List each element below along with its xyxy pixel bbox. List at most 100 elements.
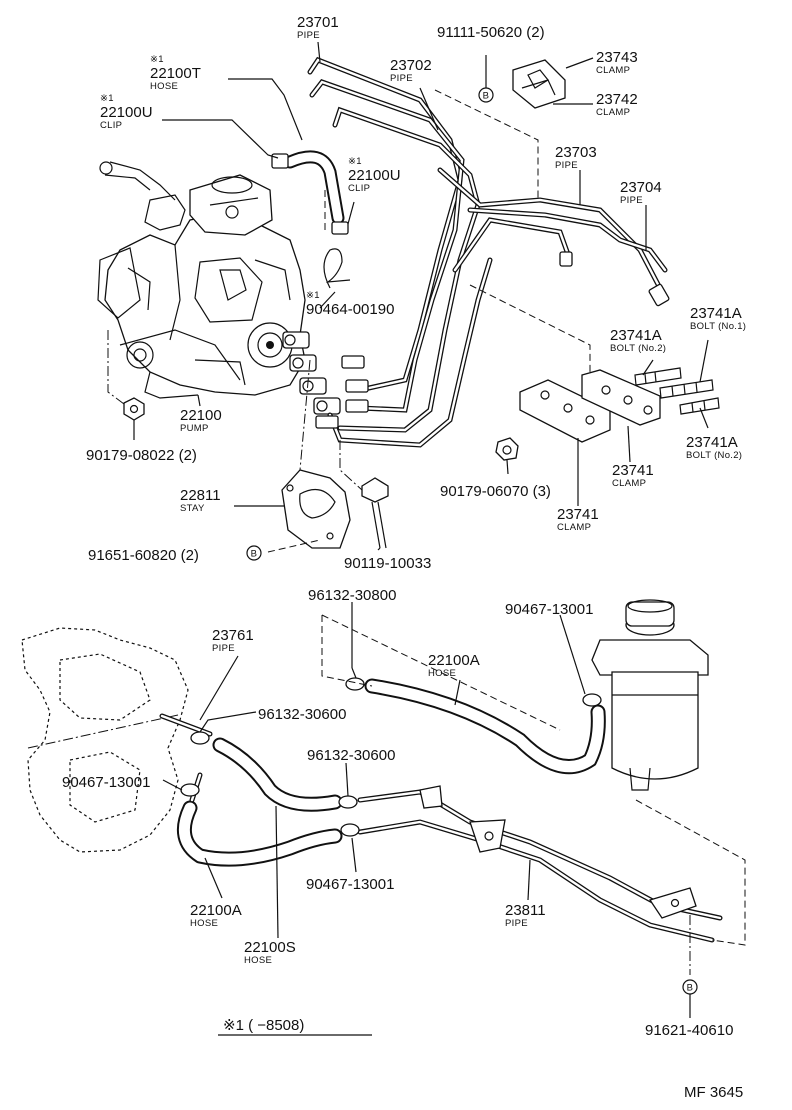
hose-22100A-lower	[176, 800, 343, 867]
part-number: 90467-13001	[306, 876, 394, 893]
part-description: PIPE	[297, 30, 320, 41]
part-description: HOSE	[150, 81, 178, 92]
part-number: 91621-40610	[645, 1022, 733, 1039]
clip-22100U-lower	[331, 221, 349, 235]
injection-pipe-bundle	[307, 56, 670, 448]
part-label-96132-30800: 96132-30800	[308, 587, 396, 604]
injection-pump-illustration	[97, 161, 341, 415]
part-description: CLAMP	[596, 107, 630, 118]
nut-90179-08022	[123, 397, 145, 421]
part-number: 90467-13001	[505, 601, 593, 618]
part-number: 90179-06070 (3)	[440, 483, 551, 500]
part-number: 23743	[596, 49, 638, 66]
hose-clamp-96132-30600-right	[338, 795, 358, 809]
part-number: 22100T	[150, 65, 201, 82]
part-description: PIPE	[555, 160, 578, 171]
part-label-90119: 90119-10033	[344, 555, 431, 572]
part-mark: ※1	[100, 93, 114, 104]
part-number: 23704	[620, 179, 662, 196]
nut-90179-06070	[495, 437, 519, 461]
b-marker-91621: B	[682, 979, 698, 995]
part-number: 23811	[505, 902, 546, 919]
part-number: 23741	[557, 506, 599, 523]
part-number: 96132-30600	[258, 706, 346, 723]
part-description: PUMP	[180, 423, 209, 434]
part-label-96132-30600-b: 96132-30600	[307, 747, 395, 764]
part-description: PIPE	[620, 195, 643, 206]
part-number: 22100A	[428, 652, 480, 669]
part-number: 23742	[596, 91, 638, 108]
part-number: 23761	[212, 627, 254, 644]
svg-text:B: B	[251, 549, 258, 560]
part-description: CLAMP	[596, 65, 630, 76]
part-label-90467-b: 90467-13001	[62, 774, 150, 791]
footnote: ※1 ( −8508)	[223, 1017, 304, 1034]
part-number: 23703	[555, 144, 597, 161]
clamp-23743-23742	[512, 59, 566, 109]
b-marker-91111: B	[478, 87, 494, 103]
part-label-90179-08022: 90179-08022 (2)	[86, 447, 197, 464]
part-description: STAY	[180, 503, 205, 514]
part-number: 23741A	[686, 434, 738, 451]
hose-clamp-90467-13001-right	[340, 823, 360, 837]
part-label-90467-a: 90467-13001	[505, 601, 593, 618]
part-label-91111: 91111-50620 (2)	[437, 24, 545, 41]
clip-22100U-upper	[271, 153, 289, 169]
part-description: CLIP	[348, 183, 370, 194]
upper-alignment-lines	[107, 89, 591, 553]
figure-code: MF 3645	[684, 1084, 743, 1101]
engine-block-illustration	[21, 627, 189, 853]
part-number: 96132-30800	[308, 587, 396, 604]
part-description: CLAMP	[557, 522, 591, 533]
part-number: 22100A	[190, 902, 242, 919]
part-label-91621: 91621-40610	[645, 1022, 733, 1039]
svg-text:B: B	[483, 91, 490, 102]
clip-90464-00190	[323, 248, 351, 289]
part-number: 90467-13001	[62, 774, 150, 791]
hose-clamp-96132-30800	[345, 667, 365, 691]
part-label-91651: 91651-60820 (2)	[88, 547, 199, 564]
part-description: BOLT (No.2)	[686, 450, 742, 461]
part-number: 23741A	[610, 327, 662, 344]
lower-leader-lines	[162, 602, 691, 1018]
part-description: PIPE	[505, 918, 528, 929]
part-description: CLAMP	[612, 478, 646, 489]
part-description: BOLT (No.1)	[690, 321, 746, 332]
hose-clamp-90467-13001-filter	[582, 693, 602, 707]
bolt-90119-10033	[361, 477, 389, 549]
engine-center-line	[27, 714, 179, 749]
part-number: 23702	[390, 57, 432, 74]
part-number: 91651-60820 (2)	[88, 547, 199, 564]
part-label-96132-30600-a: 96132-30600	[258, 706, 346, 723]
part-number: 23741A	[690, 305, 742, 322]
fuel-filter-illustration	[591, 599, 709, 791]
hose-clamp-90467-13001-left	[180, 783, 200, 797]
part-label-90467-c: 90467-13001	[306, 876, 394, 893]
part-number: 22811	[180, 487, 221, 504]
part-description: HOSE	[190, 918, 218, 929]
hose-22100S	[212, 737, 343, 812]
part-number: 22100U	[348, 167, 401, 184]
stay-22811	[281, 469, 351, 549]
hose-clamp-96132-30600-left	[190, 731, 210, 745]
